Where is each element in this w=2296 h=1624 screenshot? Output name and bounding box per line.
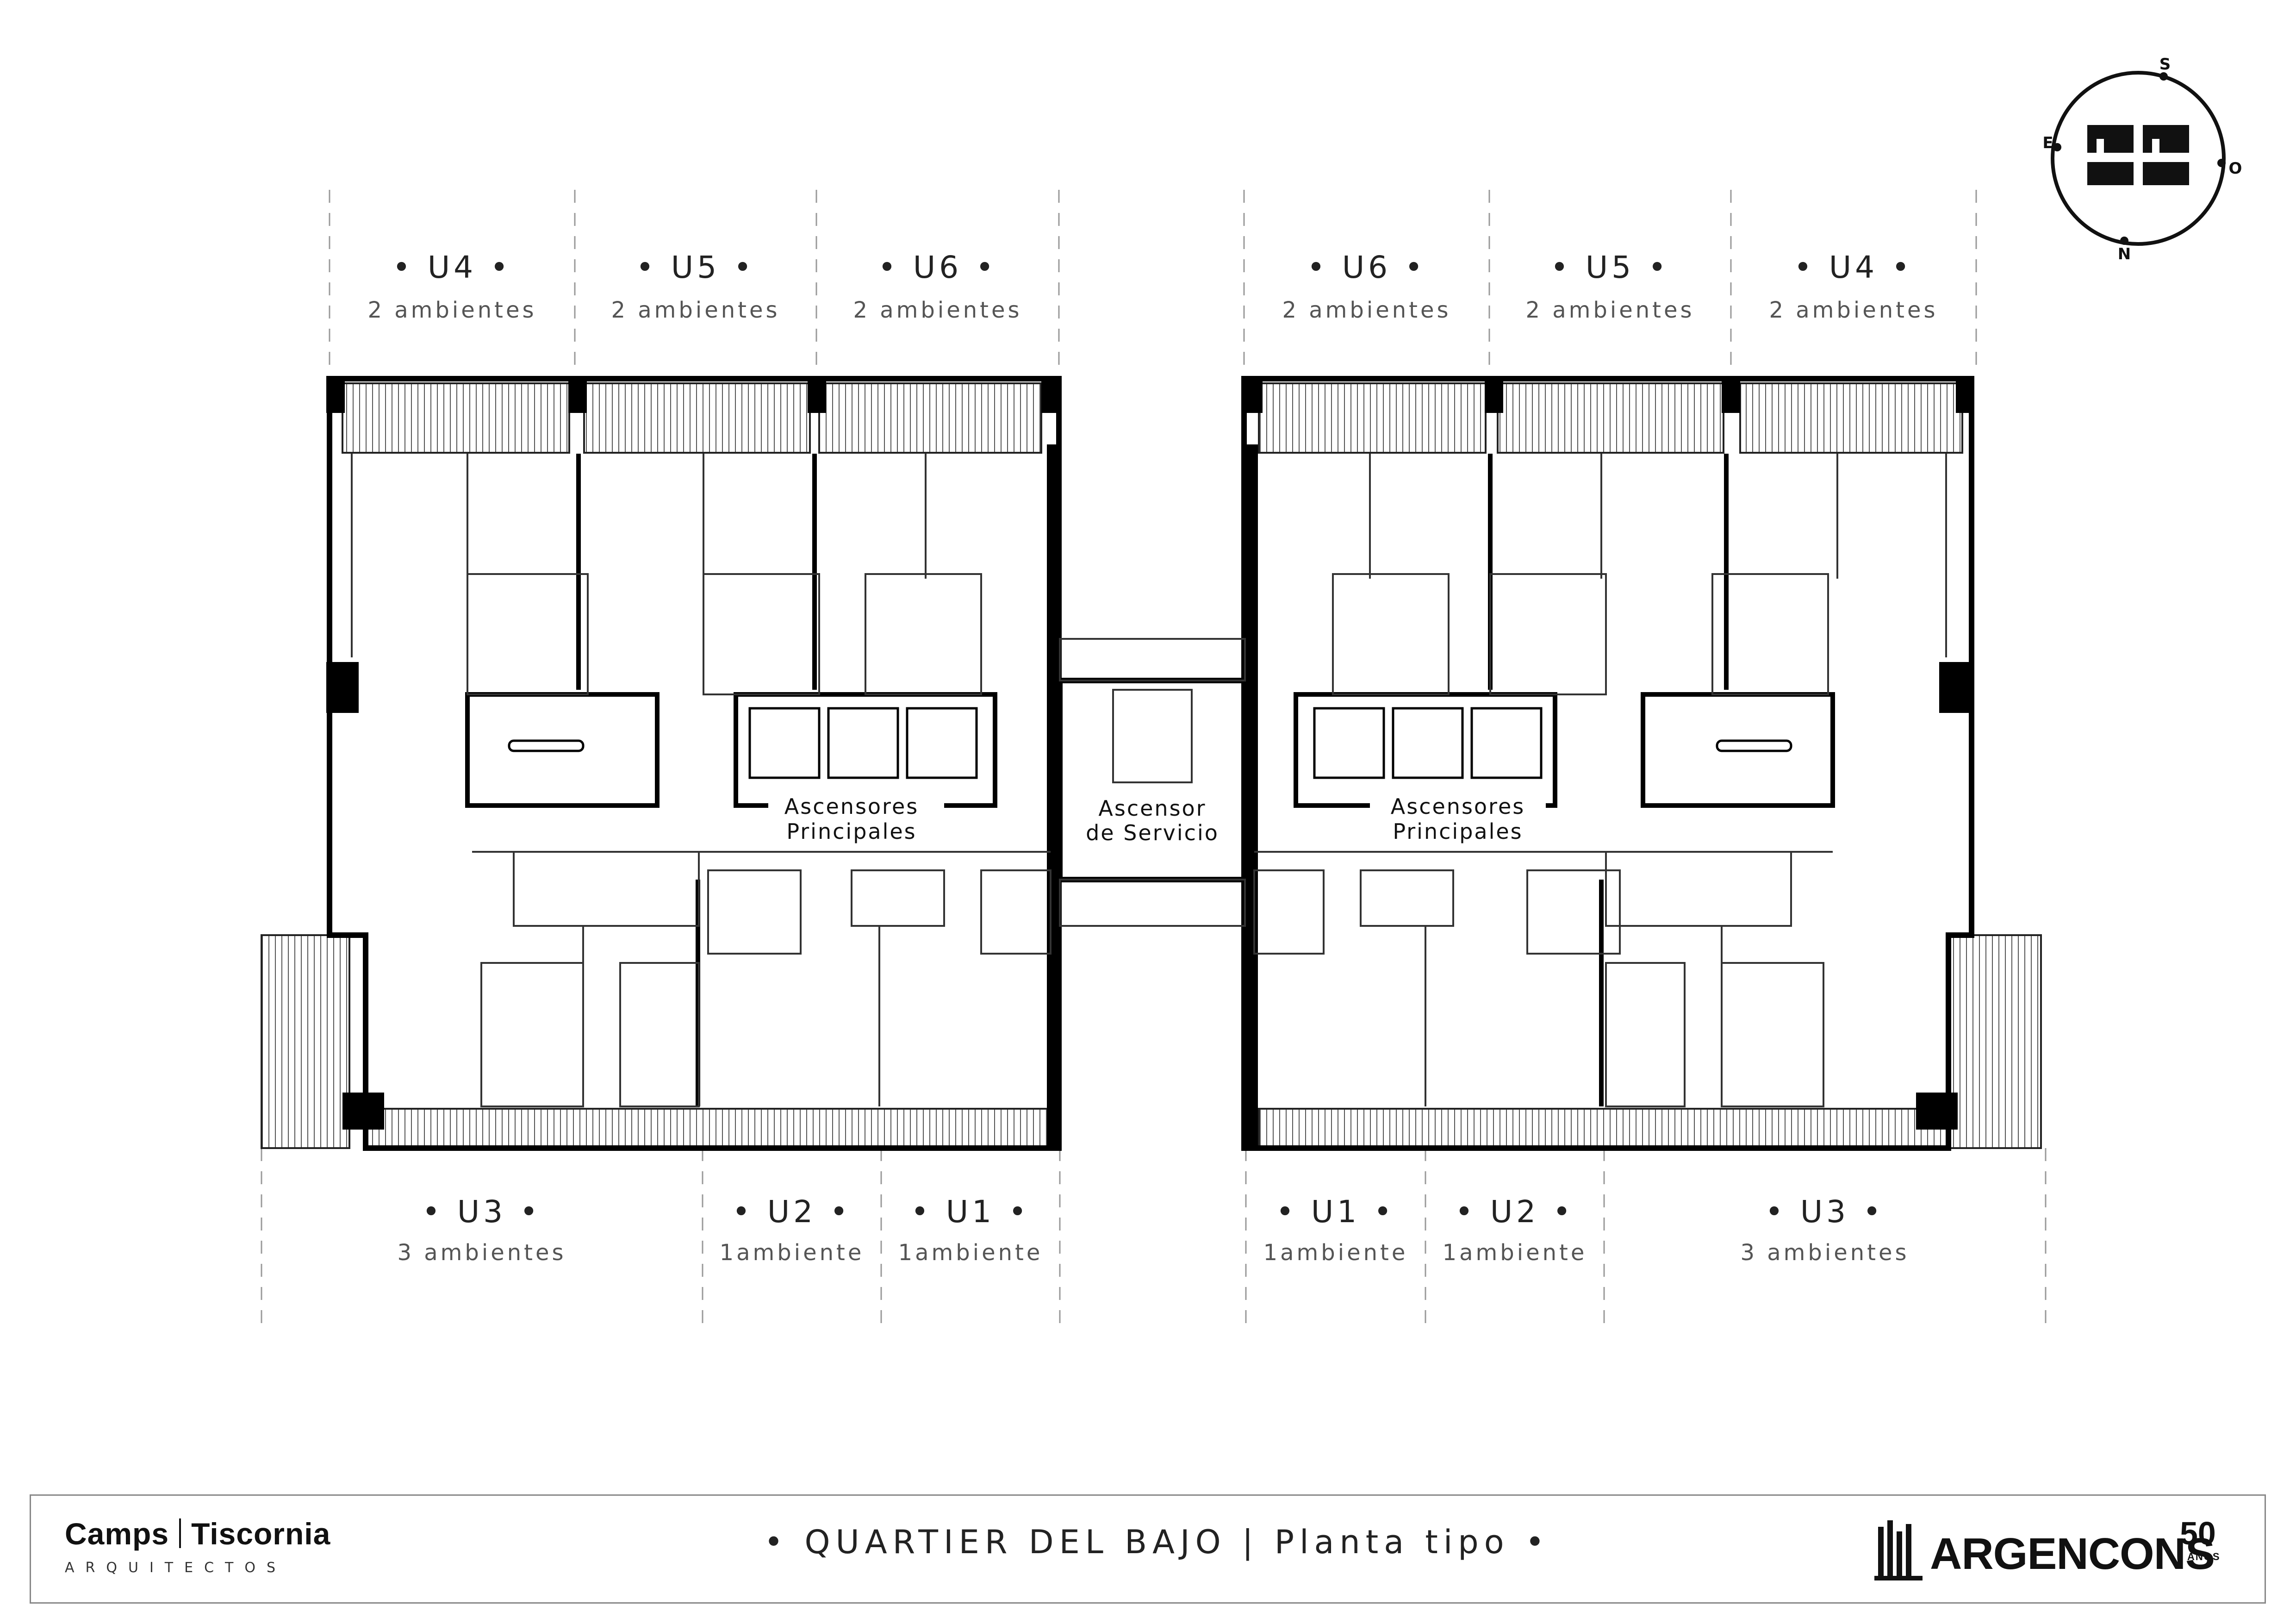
compass-ring <box>2051 71 2226 246</box>
unit-label: • U5 • <box>636 250 755 285</box>
elevators-left-label-line2: Principales <box>786 819 916 844</box>
unit-rooms: 1ambiente <box>1443 1240 1587 1266</box>
compass-dot-e <box>2053 143 2061 151</box>
compass-dot-o <box>2217 159 2226 167</box>
building-footprint-icon <box>2087 125 2189 185</box>
architect-name-1: Camps <box>65 1517 169 1551</box>
service-elevator-label-line1: Ascensor <box>1098 796 1206 821</box>
unit-rooms: 3 ambientes <box>397 1240 566 1266</box>
unit-label: • U3 • <box>422 1194 541 1230</box>
developer-badge-text: AÑOS <box>2187 1551 2221 1562</box>
columns <box>326 376 1974 1148</box>
unit-rooms: 1ambiente <box>898 1240 1043 1266</box>
elevators-right-label-line1: Ascensores <box>1391 794 1525 819</box>
architect-logo: Camps Tiscornia ARQUITECTOS <box>65 1516 330 1576</box>
unit-label: • U4 • <box>392 250 512 285</box>
architect-separator <box>179 1518 181 1548</box>
unit-label: • U2 • <box>732 1194 852 1230</box>
unit-rooms: 1ambiente <box>1263 1240 1408 1266</box>
balconies <box>261 382 2042 1149</box>
unit-rooms: 2 ambientes <box>1525 297 1694 323</box>
stairs <box>508 739 1792 752</box>
elevator-cabins <box>748 707 1543 779</box>
unit-rooms: 1ambiente <box>720 1240 865 1266</box>
developer-logo: ARGENCONS 50 AÑOS <box>1874 1515 2235 1582</box>
architect-subtitle: ARQUITECTOS <box>65 1560 286 1576</box>
unit-rooms: 3 ambientes <box>1740 1240 1909 1266</box>
developer-name: ARGENCONS <box>1930 1529 2215 1579</box>
unit-label: • U1 • <box>1276 1194 1395 1230</box>
compass-south: S <box>2159 55 2171 74</box>
unit-label: • U6 • <box>878 250 997 285</box>
elevators-left-label-line1: Ascensores <box>784 794 919 819</box>
unit-rooms: 2 ambientes <box>611 297 780 323</box>
unit-label: • U3 • <box>1765 1194 1885 1230</box>
title-block <box>30 1494 2266 1604</box>
unit-labels-top-left: • U4 • 2 ambientes • U5 • 2 ambientes • … <box>367 250 1022 323</box>
unit-label: • U5 • <box>1550 250 1670 285</box>
unit-label: • U1 • <box>911 1194 1030 1230</box>
unit-rooms: 2 ambientes <box>367 297 536 323</box>
unit-label: • U6 • <box>1307 250 1426 285</box>
compass-east: E <box>2042 134 2053 152</box>
interior-walls <box>465 454 1835 1106</box>
room-lines <box>351 454 1947 1107</box>
compass: S E O N <box>2042 55 2242 263</box>
compass-dot-s <box>2159 72 2168 81</box>
unit-division-lines <box>261 190 2047 1329</box>
unit-label: • U4 • <box>1794 250 1913 285</box>
unit-labels-top-right: • U6 • 2 ambientes • U5 • 2 ambientes • … <box>1282 250 1938 323</box>
core-labels: Ascensores Principales Ascensor de Servi… <box>768 789 1546 852</box>
elevators-right-label-line2: Principales <box>1393 819 1523 844</box>
compass-west: O <box>2229 159 2242 178</box>
plan-title: • QUARTIER DEL BAJO | Planta tipo • <box>764 1523 1550 1561</box>
unit-rooms: 2 ambientes <box>853 297 1022 323</box>
architect-name-2: Tiscornia <box>191 1517 331 1551</box>
service-elevator-label-line2: de Servicio <box>1086 820 1219 845</box>
unit-labels-bottom-left: • U3 • 3 ambientes • U2 • 1ambiente • U1… <box>397 1194 1043 1266</box>
compass-dot-n <box>2120 237 2128 245</box>
unit-label: • U2 • <box>1455 1194 1574 1230</box>
developer-building-icon <box>1874 1520 1923 1580</box>
unit-rooms: 2 ambientes <box>1769 297 1938 323</box>
compass-north: N <box>2118 245 2131 263</box>
unit-rooms: 2 ambientes <box>1282 297 1451 323</box>
developer-badge-number: 50 <box>2180 1515 2216 1551</box>
unit-labels-bottom-right: • U1 • 1ambiente • U2 • 1ambiente • U3 •… <box>1263 1194 1909 1266</box>
